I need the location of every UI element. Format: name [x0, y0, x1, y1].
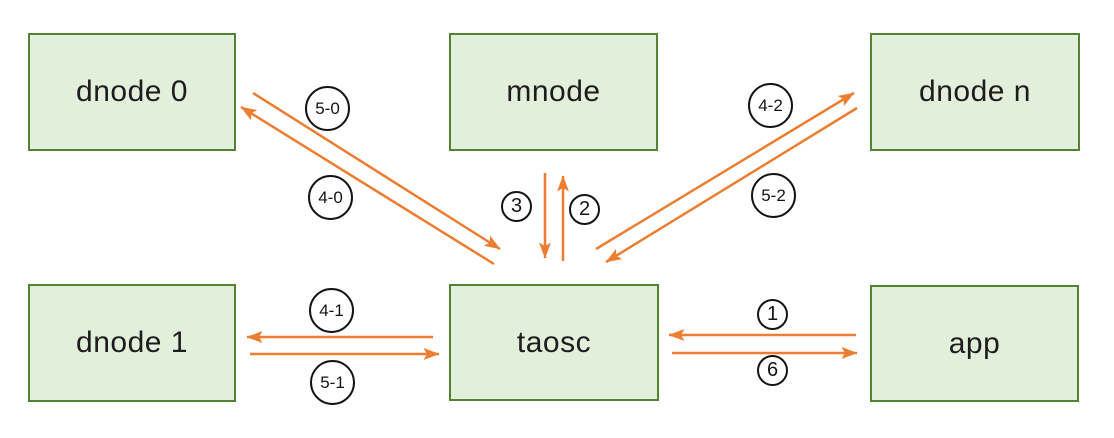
arrow-taosc-to-dnoden — [595, 91, 855, 251]
arrow-dnoden-to-taosc — [605, 106, 858, 264]
edge-label-step5-0: 5-0 — [305, 86, 350, 131]
edge-label-step5-2: 5-2 — [751, 173, 796, 218]
node-taosc: taosc — [449, 284, 659, 401]
node-app-label: app — [948, 326, 1001, 360]
node-dnode0-label: dnode 0 — [76, 75, 188, 108]
edge-label-step5-1: 5-1 — [310, 360, 355, 405]
node-dnode0: dnode 0 — [28, 33, 236, 151]
arrow-dnode0-to-taosc — [252, 91, 501, 251]
edge-label-step4-0: 4-0 — [308, 175, 353, 220]
edge-label-step2: 2 — [569, 194, 600, 225]
edge-label-step4-2: 4-2 — [748, 83, 793, 128]
edge-label-step1: 1 — [757, 299, 788, 330]
node-mnode: mnode — [449, 33, 658, 151]
arrow-taosc-to-dnode0 — [240, 105, 495, 266]
node-dnode1-label: dnode 1 — [76, 326, 188, 359]
node-dnoden: dnode n — [870, 33, 1080, 151]
node-dnoden-label: dnode n — [919, 75, 1031, 108]
node-taosc-label: taosc — [516, 325, 592, 359]
edge-label-step4-1: 4-1 — [309, 288, 354, 333]
edge-label-step6: 6 — [757, 355, 788, 386]
node-app: app — [870, 285, 1079, 402]
node-dnode1: dnode 1 — [28, 284, 236, 402]
node-mnode-label: mnode — [506, 75, 601, 108]
edge-label-step3: 3 — [501, 191, 532, 222]
